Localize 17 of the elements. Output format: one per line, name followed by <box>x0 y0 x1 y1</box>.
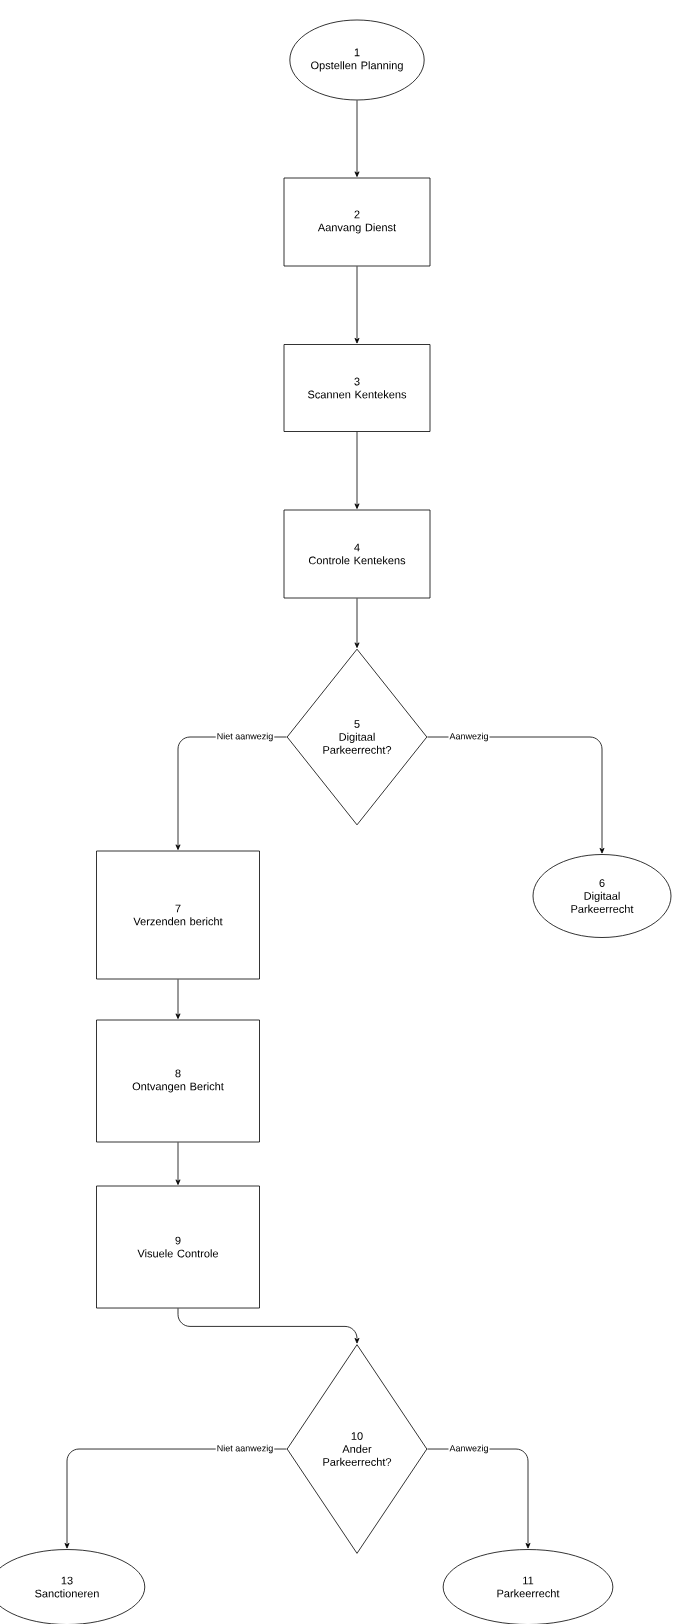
arrow <box>175 1142 181 1185</box>
process-box: 2 Aanvang Dienst <box>283 177 431 267</box>
arrow <box>175 979 181 1019</box>
edge-label: Niet aanwezig <box>215 1443 275 1455</box>
edge-label: Aanwezig <box>448 731 490 743</box>
process-box: 9 Visuele Controle <box>96 1185 260 1309</box>
arrow <box>354 100 360 177</box>
process-box: 3 Scannen Kentekens <box>283 344 431 432</box>
edge-label: Niet aanwezig <box>215 731 275 743</box>
process-box: 4 Controle Kentekens <box>283 509 431 599</box>
process-box: 7 Verzenden bericht <box>96 850 260 980</box>
arrow <box>354 598 360 648</box>
edge-label: Aanwezig <box>448 1443 490 1455</box>
arrow <box>354 266 360 344</box>
arrow <box>177 1308 360 1344</box>
arrow <box>354 431 360 509</box>
process-box: 8 Ontvangen Bericht <box>96 1019 260 1143</box>
